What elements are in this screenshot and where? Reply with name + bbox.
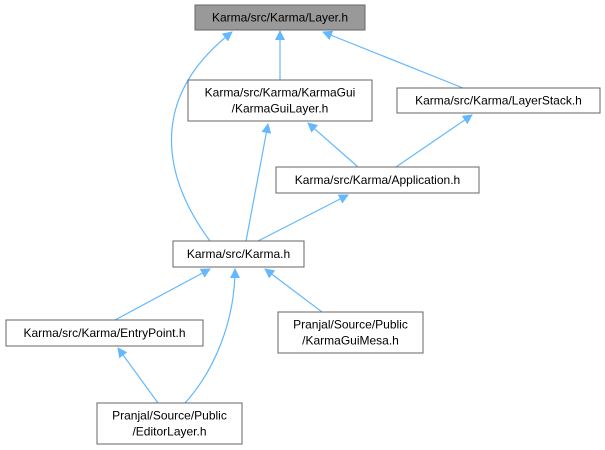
node-label-line: Karma/src/Karma/LayerStack.h (415, 94, 582, 108)
node-box (277, 311, 424, 354)
node-box (172, 240, 305, 268)
node-label-line: Karma/src/Karma.h (187, 247, 290, 261)
edge-arrow (257, 194, 349, 242)
edge-application-to-layerstack (395, 114, 473, 168)
node-label-line: Karma/src/Karma/Layer.h (212, 11, 348, 25)
node-label-line: Pranjal/Source/Public (112, 409, 227, 423)
edge-arrow (117, 347, 159, 404)
node-layerstack[interactable]: Karma/src/Karma/LayerStack.h (396, 87, 601, 114)
edge-arrow (322, 30, 464, 89)
edge-entrypoint-to-karma (114, 268, 211, 321)
node-label-line: Karma/src/Karma/Application.h (295, 173, 460, 187)
edge-layerstack-to-layer (322, 30, 464, 89)
edge-arrow (114, 268, 211, 321)
node-layer: Karma/src/Karma/Layer.h (194, 4, 366, 31)
node-application[interactable]: Karma/src/Karma/Application.h (275, 166, 480, 194)
edge-arrow (245, 123, 272, 242)
edge-application-to-karmaguilayer (307, 122, 359, 168)
edge-karma-to-application (257, 194, 349, 242)
node-box (96, 402, 243, 445)
node-label-line: Pranjal/Source/Public (293, 318, 408, 332)
edge-karma-to-karmaguilayer (245, 123, 272, 242)
edge-editorlayer-to-entrypoint (117, 347, 159, 404)
node-box (275, 166, 480, 194)
edge-arrow (184, 268, 240, 404)
node-label-line: Karma/src/Karma/EntryPoint.h (23, 326, 185, 340)
edge-arrow (264, 268, 323, 313)
node-label-line: /KarmaGuiMesa.h (302, 334, 399, 348)
edge-arrow (395, 114, 473, 168)
edge-karma-to-layer (171, 31, 233, 242)
node-box (187, 79, 373, 122)
edge-karmaguimesa-to-karma (264, 268, 323, 313)
edge-editorlayer-to-karma (184, 268, 240, 404)
node-karmaguimesa[interactable]: Pranjal/Source/Public/KarmaGuiMesa.h (277, 311, 424, 354)
dependency-edges (114, 30, 473, 404)
node-box (5, 319, 204, 347)
node-label-line: /EditorLayer.h (132, 425, 206, 439)
node-label-line: /KarmaGuiLayer.h (232, 102, 329, 116)
node-karma[interactable]: Karma/src/Karma.h (172, 240, 305, 268)
node-editorlayer[interactable]: Pranjal/Source/Public/EditorLayer.h (96, 402, 243, 445)
node-entrypoint[interactable]: Karma/src/Karma/EntryPoint.h (5, 319, 204, 347)
edge-arrow (307, 122, 359, 168)
node-box (194, 4, 366, 31)
edge-arrow (171, 31, 233, 242)
file-nodes: Karma/src/Karma/Layer.hKarma/src/Karma/K… (5, 4, 601, 445)
node-label-line: Karma/src/Karma/KarmaGui (205, 86, 356, 100)
node-karmaguilayer[interactable]: Karma/src/Karma/KarmaGui/KarmaGuiLayer.h (187, 79, 373, 122)
node-box (396, 87, 601, 114)
